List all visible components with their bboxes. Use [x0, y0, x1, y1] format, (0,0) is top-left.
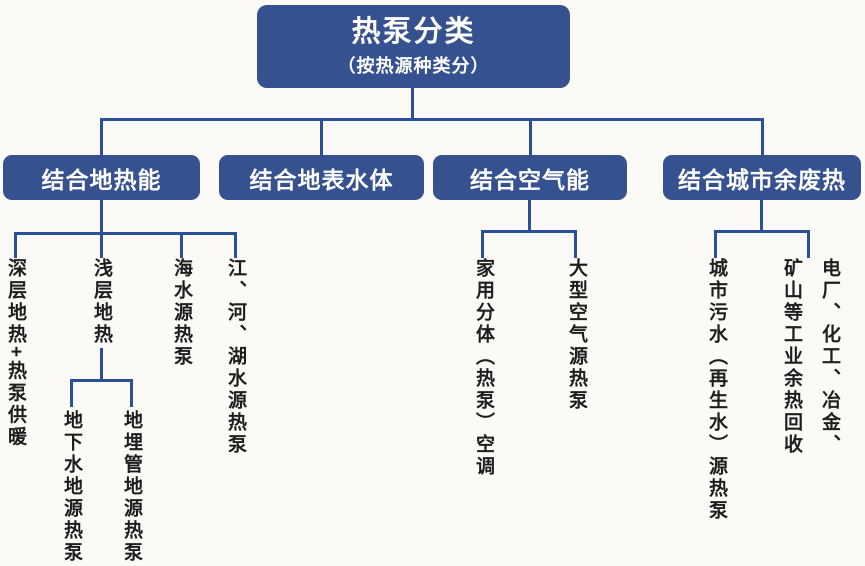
leaf-industrial-waste-heat: 电厂、化工、冶金、矿山等工业余热回收	[781, 258, 840, 456]
connector-shallow-rail	[70, 379, 133, 382]
connector-drop-large-air-source	[574, 230, 577, 258]
branch-surface-water-label: 结合地表水体	[249, 166, 394, 193]
branch-urban-waste-heat: 结合城市余废热	[663, 155, 861, 200]
root-node: 热泵分类 （按热源种类分）	[257, 5, 570, 88]
connector-drop-household-split	[481, 230, 484, 258]
connector-drop-river-lake	[234, 232, 237, 258]
connector-drop-buried-pipe	[130, 379, 133, 407]
connector-air-rail	[481, 230, 577, 233]
leaf-river-lake-source: 江、河、湖水源热泵	[225, 258, 246, 456]
connector-shallow-stem	[100, 348, 103, 379]
leaf-buried-pipe-source: 地埋管地源热泵	[121, 410, 142, 564]
connector-drop-air	[529, 118, 532, 155]
branch-surface-water: 结合地表水体	[219, 155, 424, 200]
connector-level1-rail	[100, 118, 764, 121]
leaf-large-air-source: 大型空气源热泵	[566, 258, 587, 412]
connector-drop-urban-waste-heat	[761, 118, 764, 155]
connector-drop-industrial-waste	[807, 230, 810, 258]
connector-drop-groundwater	[70, 379, 73, 407]
leaf-shallow-geothermal: 浅层地热	[91, 258, 112, 346]
connector-root-stem	[411, 88, 414, 118]
connector-drop-urban-sewage	[714, 230, 717, 258]
connector-drop-surface-water	[320, 118, 323, 155]
root-subtitle: （按热源种类分）	[337, 55, 490, 76]
root-title: 热泵分类	[351, 16, 476, 49]
leaf-seawater-source: 海水源热泵	[171, 258, 192, 368]
leaf-groundwater-source: 地下水地源热泵	[61, 410, 82, 564]
connector-waste-heat-stem	[760, 200, 763, 230]
branch-urban-waste-heat-label: 结合城市余废热	[678, 166, 846, 193]
branch-geothermal-label: 结合地热能	[41, 166, 162, 193]
leaf-deep-geothermal: 深层地热+热泵供暖	[5, 258, 26, 449]
connector-drop-seawater	[180, 232, 183, 258]
connector-geothermal-rail	[14, 232, 237, 235]
connector-waste-heat-rail	[714, 230, 810, 233]
connector-drop-deep-geothermal	[14, 232, 17, 258]
leaf-household-split-ac: 家用分体（热泵）空调	[473, 258, 494, 478]
connector-drop-geothermal	[100, 118, 103, 155]
connector-geothermal-stem	[100, 200, 103, 258]
branch-air-label: 结合空气能	[470, 166, 590, 193]
branch-geothermal: 结合地热能	[3, 155, 200, 200]
branch-air: 结合空气能	[433, 155, 627, 200]
leaf-urban-sewage-source: 城市污水（再生水）源热泵	[706, 258, 727, 522]
connector-air-stem	[528, 200, 531, 230]
